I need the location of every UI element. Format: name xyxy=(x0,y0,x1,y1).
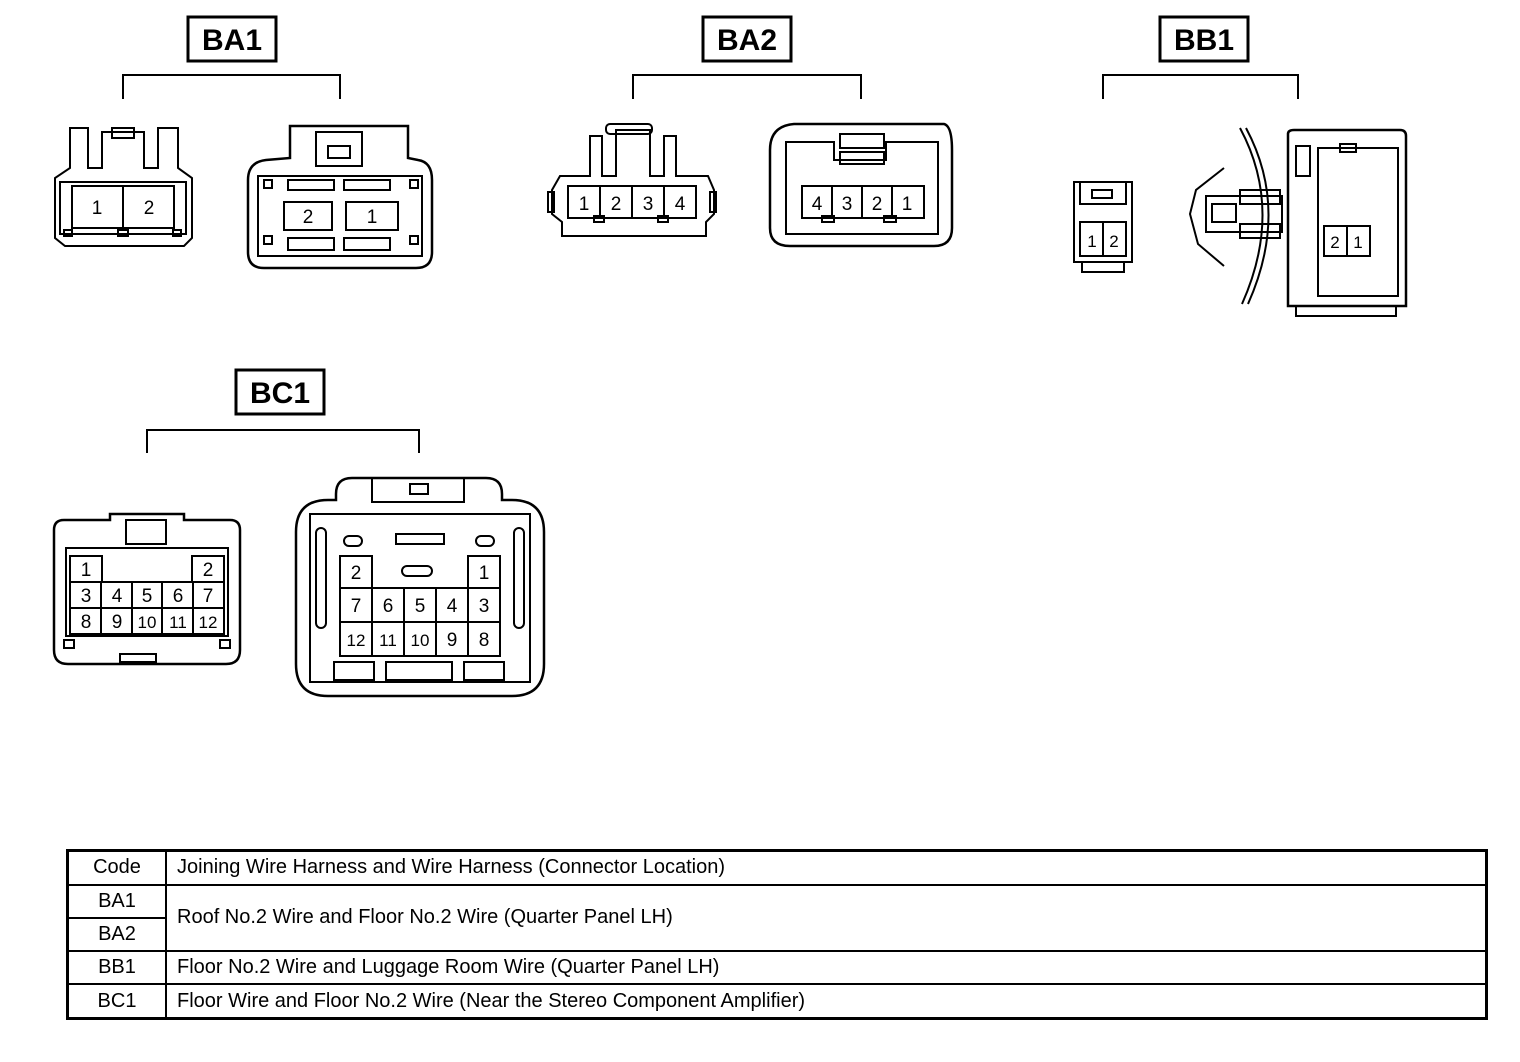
bc1-left-pin-4: 4 xyxy=(112,586,123,607)
bc1-right-pin-6: 6 xyxy=(383,596,394,617)
connector-diagram: BA1 1 2 xyxy=(52,15,1408,698)
ba1-right-pin-2: 2 xyxy=(303,207,314,228)
bc1-right-pin-9: 9 xyxy=(447,630,458,651)
bc1-left-pin-3: 3 xyxy=(81,586,92,607)
ba2-right-pin-4: 4 xyxy=(812,194,823,215)
ba2-left-pin-3: 3 xyxy=(643,194,654,215)
row-code-bc1: BC1 xyxy=(66,983,167,1020)
bc1-right-pin-10: 10 xyxy=(411,631,430,650)
bc1-right-pin-11: 11 xyxy=(379,631,397,650)
bc1-label-box xyxy=(234,368,326,416)
bc1-left-pin-7: 7 xyxy=(203,586,214,607)
bc1-right-pin-4: 4 xyxy=(447,596,458,617)
row-description-bc1: Floor Wire and Floor No.2 Wire (Near the… xyxy=(165,983,1488,1020)
bb1-clip xyxy=(1188,127,1283,305)
bc1-right-pin-12: 12 xyxy=(347,631,366,650)
table-row: BB1 Floor No.2 Wire and Luggage Room Wir… xyxy=(66,950,1488,986)
row-code-ba2: BA2 xyxy=(66,916,167,953)
bc1-left-pin-12: 12 xyxy=(199,613,218,632)
ba1-left-pin-2: 2 xyxy=(144,198,155,219)
ba1-left-connector: 1 2 xyxy=(54,127,193,247)
ba1-left-pin-1: 1 xyxy=(92,198,103,219)
bb1-label: BB1 xyxy=(1174,24,1234,57)
bc1-right-pin-2: 2 xyxy=(351,563,362,584)
bc1-left-pin-1: 1 xyxy=(81,560,92,581)
ba2-bracket xyxy=(632,74,862,99)
ba1-right-connector: 2 1 xyxy=(246,124,434,270)
header-description: Joining Wire Harness and Wire Harness (C… xyxy=(165,849,1488,886)
bb1-left-pin-2: 2 xyxy=(1109,232,1118,251)
row-description-bb1: Floor No.2 Wire and Luggage Room Wire (Q… xyxy=(165,950,1488,986)
bc1-left-pin-11: 11 xyxy=(169,613,187,632)
table-row: BC1 Floor Wire and Floor No.2 Wire (Near… xyxy=(66,983,1488,1020)
ba2-left-connector: 1 2 3 4 xyxy=(547,123,717,237)
bc1-bracket xyxy=(146,429,420,453)
connector-group-ba1: BA1 1 2 xyxy=(54,15,434,270)
ba2-left-pin-1: 1 xyxy=(579,194,590,215)
row-description-ba1-ba2: Roof No.2 Wire and Floor No.2 Wire (Quar… xyxy=(165,883,1488,953)
ba2-label: BA2 xyxy=(717,24,777,57)
bc1-left-pin-8: 8 xyxy=(81,612,92,633)
table-row: BA1 Roof No.2 Wire and Floor No.2 Wire (… xyxy=(66,883,1488,953)
ba2-right-pin-2: 2 xyxy=(872,194,883,215)
bc1-right-pin-8: 8 xyxy=(479,630,490,651)
bc1-left-pin-9: 9 xyxy=(112,612,123,633)
ba2-left-pin-2: 2 xyxy=(611,194,622,215)
bc1-right-pin-1: 1 xyxy=(479,563,490,584)
bb1-left-pin-1: 1 xyxy=(1087,232,1096,251)
bc1-left-pin-5: 5 xyxy=(142,586,153,607)
bb1-bracket xyxy=(1102,74,1299,99)
ba2-right-connector: 4 3 2 1 xyxy=(768,122,954,248)
bc1-right-pin-5: 5 xyxy=(415,596,426,617)
ba2-right-pin-3: 3 xyxy=(842,194,853,215)
bc1-right-pin-3: 3 xyxy=(479,596,490,617)
row-code-ba1: BA1 xyxy=(66,883,167,919)
bb1-label-box xyxy=(1158,15,1250,63)
ba2-label-box xyxy=(701,15,793,63)
connector-group-ba2: BA2 1 2 3 4 xyxy=(547,15,954,248)
row-code-bb1: BB1 xyxy=(66,950,167,986)
bb1-right-pin-2: 2 xyxy=(1330,233,1339,252)
connector-group-bb1: BB1 1 2 2 xyxy=(1073,15,1408,317)
connector-location-table: Code Joining Wire Harness and Wire Harne… xyxy=(66,849,1488,1020)
table-header-row: Code Joining Wire Harness and Wire Harne… xyxy=(66,849,1488,886)
bc1-left-connector: 1 2 3 4 5 6 7 8 9 10 11 12 xyxy=(52,512,242,666)
ba1-right-pin-1: 1 xyxy=(367,207,378,228)
ba2-right-pin-1: 1 xyxy=(902,194,913,215)
table-row: BA2 xyxy=(66,916,1487,953)
bc1-left-pin-2: 2 xyxy=(203,560,214,581)
ba1-label: BA1 xyxy=(202,24,262,57)
header-code: Code xyxy=(66,849,167,886)
bc1-left-pin-6: 6 xyxy=(173,586,184,607)
bb1-right-connector: 2 1 xyxy=(1286,128,1408,317)
ba2-left-pin-4: 4 xyxy=(675,194,686,215)
bb1-left-connector: 1 2 xyxy=(1073,181,1133,273)
bc1-left-pin-10: 10 xyxy=(138,613,157,632)
bc1-right-pin-7: 7 xyxy=(351,596,362,617)
ba1-bracket xyxy=(122,74,341,99)
connector-group-bc1: BC1 1 2 3 4 5 6 7 8 9 10 xyxy=(52,368,546,698)
ba1-label-box xyxy=(186,15,278,63)
bc1-right-connector: 2 1 7 6 5 4 3 12 11 10 9 8 xyxy=(294,476,546,698)
bc1-label: BC1 xyxy=(250,377,310,410)
bb1-right-pin-1: 1 xyxy=(1353,233,1362,252)
